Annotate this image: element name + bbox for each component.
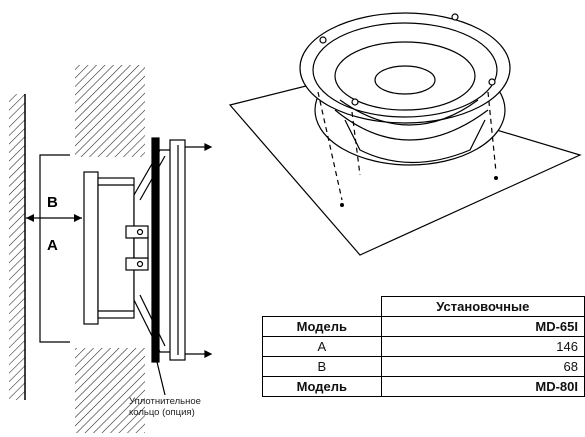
- speaker-side-view: [83, 137, 213, 396]
- row-label: Модель: [262, 376, 382, 397]
- caption-line-1: Уплотнительное: [129, 396, 201, 407]
- row-value: MD-80I: [380, 376, 585, 397]
- row-value: 68: [380, 356, 585, 377]
- table-row: Модель MD-65I: [262, 316, 585, 337]
- label-b: B: [47, 194, 58, 211]
- row-label: A: [262, 336, 382, 357]
- wall-left: [9, 94, 26, 400]
- header-cell: Установочные: [380, 296, 585, 317]
- table-row: A 146: [262, 336, 585, 357]
- panel-top: [75, 65, 145, 157]
- mounting-plate-view: [228, 12, 582, 256]
- table-row: B 68: [262, 356, 585, 377]
- table-header-row: Установочные: [262, 296, 585, 317]
- row-label: Модель: [262, 316, 382, 337]
- header-empty-cell: [262, 296, 382, 317]
- panel-bottom: [75, 348, 145, 433]
- label-a: A: [47, 237, 58, 254]
- row-value: MD-65I: [380, 316, 585, 337]
- row-value: 146: [380, 336, 585, 357]
- dimension-lines: [26, 154, 82, 343]
- table-row: Модель MD-80I: [262, 376, 585, 397]
- screw-guides: [317, 91, 497, 201]
- row-label: B: [262, 356, 382, 377]
- installation-dimensions-table: Установочные Модель MD-65I A 146 B 68 Мо…: [262, 296, 585, 397]
- caption-line-2: кольцо (опция): [129, 407, 195, 418]
- gasket-ring-caption: Уплотнительное кольцо (опция): [129, 396, 201, 418]
- hole-marks: [340, 176, 498, 207]
